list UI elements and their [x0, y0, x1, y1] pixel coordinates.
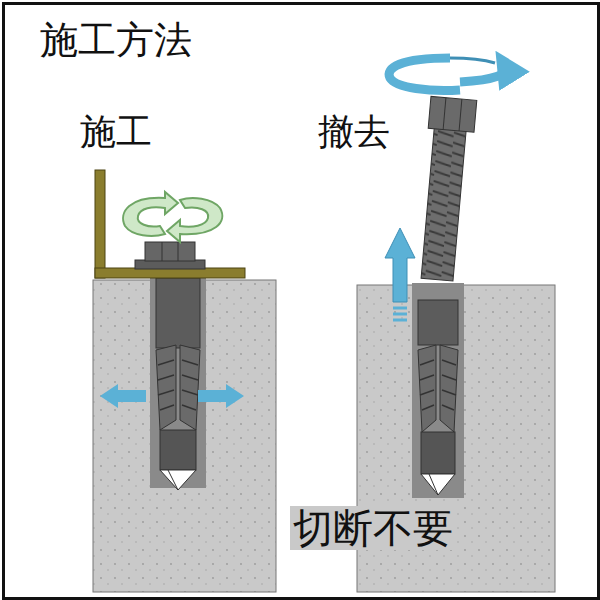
step-label: 撤去: [318, 112, 390, 152]
note-label: 切断不要: [290, 506, 456, 550]
step-label: 施工: [80, 112, 152, 152]
diagram-title: 施工方法: [40, 20, 192, 62]
